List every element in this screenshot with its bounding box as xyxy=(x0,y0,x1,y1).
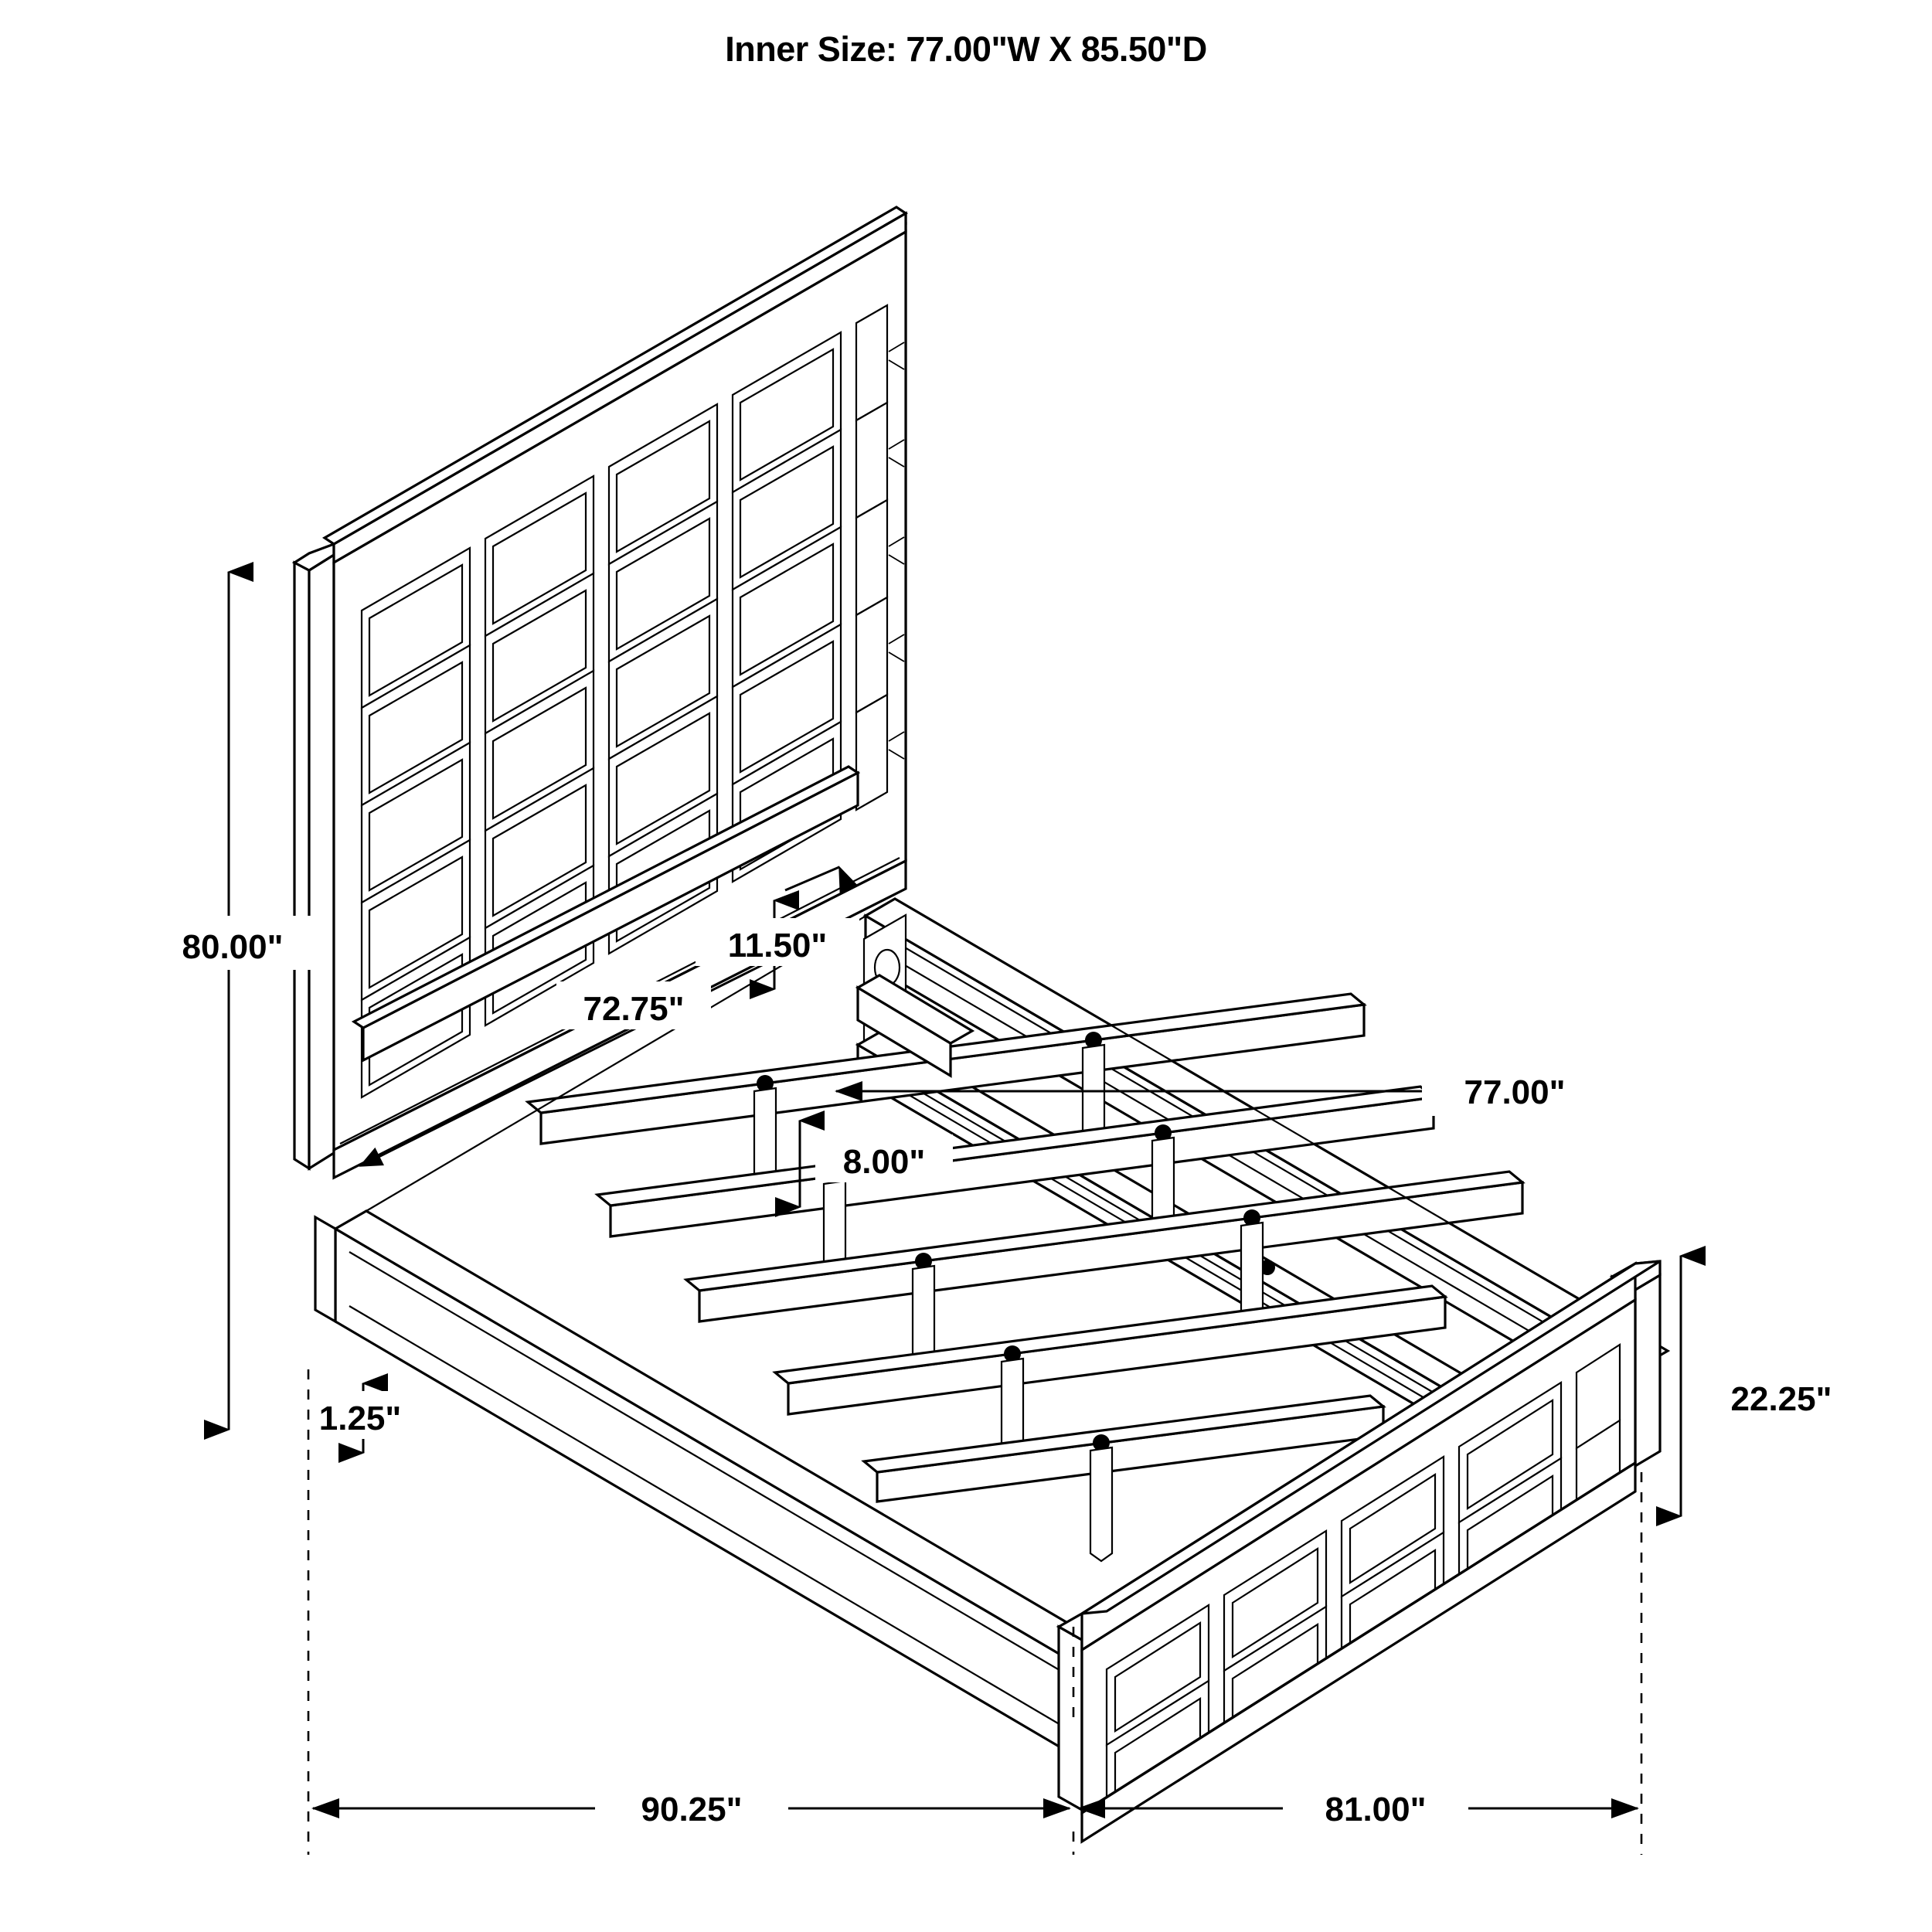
page-title: Inner Size: 77.00"W X 85.50"D xyxy=(725,29,1207,69)
slat-3 xyxy=(683,1170,1526,1381)
head-cross-rail xyxy=(855,974,975,1078)
headboard-lower-stretcher xyxy=(351,765,861,1063)
dimension-overall-width: 81.00" xyxy=(1077,1777,1639,1835)
dimension-overall-height: 80.00" xyxy=(151,562,314,1440)
dim-label-1150: 11.50" xyxy=(728,927,828,964)
dim-label-8100: 81.00" xyxy=(1325,1791,1427,1828)
dimension-headboard-panel-width: 72.75" xyxy=(359,935,820,1167)
dim-label-125: 1.25" xyxy=(319,1400,402,1437)
extension-lines xyxy=(307,1369,1643,1855)
dimension-inner-width: 77.00" xyxy=(835,1065,1607,1116)
bed-frame xyxy=(314,897,1671,1776)
slat-4 xyxy=(772,1284,1448,1474)
dimension-leg-height: 8.00" xyxy=(775,1111,953,1217)
dim-label-80: 80.00" xyxy=(182,928,284,966)
dim-label-7275: 72.75" xyxy=(583,990,685,1028)
dimension-overall-length: 90.25" xyxy=(311,1777,1071,1835)
headboard-left-post xyxy=(291,542,335,1171)
dim-label-2225: 22.25" xyxy=(1731,1380,1832,1418)
dim-label-9025: 90.25" xyxy=(641,1791,743,1828)
headboard xyxy=(291,206,909,1180)
footboard-bottom-rail xyxy=(1080,1461,1637,1844)
dimension-rail-thickness: 1.25" xyxy=(298,1373,442,1463)
headboard-panel-grid xyxy=(360,304,905,1099)
dimension-footboard-height: 22.25" xyxy=(1656,1246,1870,1526)
dimension-rail-offset: 11.50" xyxy=(696,866,859,999)
footboard xyxy=(1056,1260,1662,1844)
headboard-edge-ticks xyxy=(888,342,905,760)
side-rail-left xyxy=(314,1209,1139,1776)
dim-label-800: 8.00" xyxy=(843,1143,926,1181)
dim-label-7700: 77.00" xyxy=(1464,1073,1566,1111)
